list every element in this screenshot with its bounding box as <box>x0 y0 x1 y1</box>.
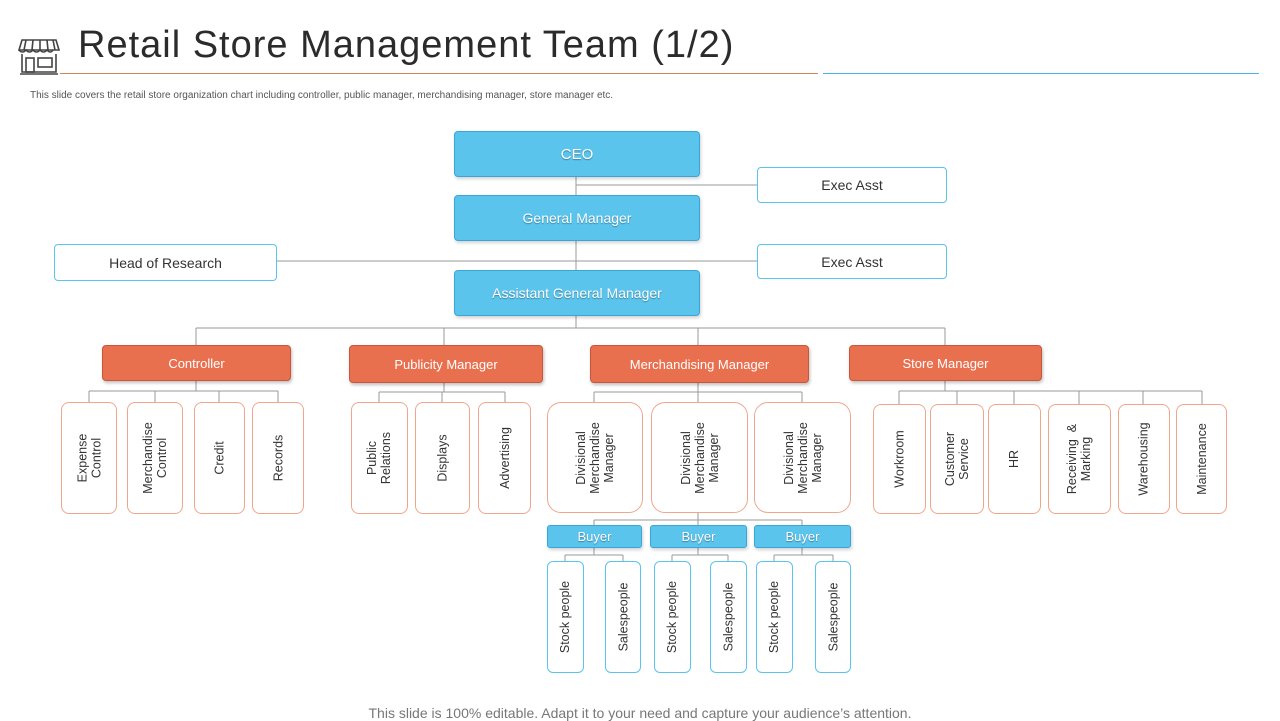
card-label: Divisional Merchandise Manager <box>781 421 824 494</box>
store-manager-box: Store Manager <box>849 345 1042 381</box>
footer-note: This slide is 100% editable. Adapt it to… <box>368 705 912 721</box>
staff-card-stock-people: Stock people <box>547 561 584 673</box>
card-label: Workroom <box>892 430 907 488</box>
controller-box: Controller <box>102 345 291 381</box>
dept-card-expense-control: Expense Control <box>61 402 117 514</box>
card-label: Merchandise Control <box>141 422 170 494</box>
page-title: Retail Store Management Team (1/2) <box>78 24 735 66</box>
exec-asst-box-2: Exec Asst <box>757 244 947 279</box>
dept-card-receiving-marking: Receiving & Marking <box>1048 404 1111 514</box>
card-label: Warehousing <box>1137 422 1151 496</box>
dept-card-public-relations: Public Relations <box>351 402 408 514</box>
staff-card-stock-people: Stock people <box>756 561 793 673</box>
exec-asst-box-1: Exec Asst <box>757 167 947 203</box>
dept-card-warehousing: Warehousing <box>1118 404 1170 514</box>
staff-card-stock-people: Stock people <box>654 561 691 673</box>
staff-card-salespeople: Salespeople <box>605 561 641 673</box>
card-label: Displays <box>435 434 450 482</box>
card-label: Divisional Merchandise Manager <box>573 421 616 494</box>
title-rule-orange <box>60 73 818 74</box>
assistant-general-manager-box: Assistant General Manager <box>454 270 700 316</box>
dept-card-workroom: Workroom <box>873 404 926 514</box>
head-of-research-box: Head of Research <box>54 244 277 281</box>
page-subtitle: This slide covers the retail store organ… <box>30 90 614 101</box>
dept-card-divisional-merchandise-manager: Divisional Merchandise Manager <box>651 402 748 513</box>
dept-card-hr: HR <box>988 404 1041 514</box>
title-rule-blue <box>823 73 1259 74</box>
dept-card-maintenance: Maintenance <box>1176 404 1227 514</box>
staff-card-salespeople: Salespeople <box>710 561 747 673</box>
publicity-manager-box: Publicity Manager <box>349 345 543 383</box>
card-label: Maintenance <box>1194 423 1209 495</box>
card-label: Public Relations <box>365 431 394 485</box>
store-icon <box>18 39 60 75</box>
dept-card-divisional-merchandise-manager: Divisional Merchandise Manager <box>547 402 643 513</box>
card-label: Stock people <box>558 580 573 654</box>
card-label: Divisional Merchandise Manager <box>678 421 721 494</box>
card-label: Salespeople <box>826 582 840 652</box>
card-label: Salespeople <box>616 582 630 652</box>
card-label: Records <box>270 434 285 482</box>
ceo-box: CEO <box>454 131 700 177</box>
buyer-box: Buyer <box>754 525 851 548</box>
merchandising-manager-box: Merchandising Manager <box>590 345 809 383</box>
dept-card-customer-service: Customer Service <box>930 404 984 514</box>
dept-card-credit: Credit <box>194 402 245 514</box>
card-label: Customer Service <box>943 431 971 487</box>
buyer-box: Buyer <box>547 525 642 548</box>
dept-card-merchandise-control: Merchandise Control <box>127 402 183 514</box>
card-label: HR <box>1007 449 1022 469</box>
card-label: Expense Control <box>75 433 103 483</box>
staff-card-salespeople: Salespeople <box>815 561 851 673</box>
card-label: Receiving & Marking <box>1065 423 1094 495</box>
card-label: Stock people <box>767 580 782 654</box>
dept-card-advertising: Advertising <box>478 402 531 514</box>
card-label: Stock people <box>665 580 680 654</box>
general-manager-box: General Manager <box>454 195 700 241</box>
card-label: Advertising <box>497 427 512 489</box>
dept-card-records: Records <box>252 402 304 514</box>
card-label: Salespeople <box>721 582 736 652</box>
buyer-box: Buyer <box>650 525 747 548</box>
card-label: Credit <box>212 441 227 475</box>
dept-card-divisional-merchandise-manager: Divisional Merchandise Manager <box>754 402 851 513</box>
dept-card-displays: Displays <box>415 402 470 514</box>
